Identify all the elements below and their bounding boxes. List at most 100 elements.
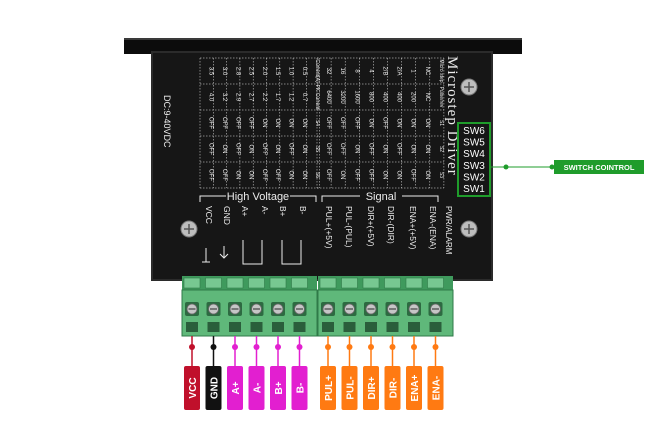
pin-label-box — [363, 366, 379, 410]
signal-label: Signal — [366, 191, 397, 203]
table-cell: 1.5 — [274, 67, 280, 76]
table-header-cell: Micro step — [438, 59, 444, 82]
table-cell: 400 — [396, 92, 402, 103]
table-header-cell: S4 — [314, 120, 320, 126]
table-cell: ON — [367, 119, 373, 128]
pin-1: VCC — [184, 336, 200, 410]
pin-dot — [368, 344, 374, 350]
table-cell: OFF — [339, 143, 345, 155]
table-cell: ON — [248, 145, 254, 154]
table-cell: OFF — [261, 143, 267, 155]
table-cell: 1600 — [353, 90, 359, 104]
table-cell: 3200 — [339, 90, 345, 104]
table-header-cell: S1 — [438, 120, 444, 126]
table-cell: ON — [381, 171, 387, 180]
pin-label-box — [406, 366, 422, 410]
terminal-print-label: ENA-(ENA) — [428, 206, 438, 250]
pin-label-box — [227, 366, 243, 410]
table-cell: OFF — [325, 117, 331, 129]
pin-dot — [210, 344, 217, 350]
terminal-print-label: PUL-(PUL) — [344, 206, 354, 248]
table-cell: OFF — [234, 117, 240, 129]
pin-11: ENA+ — [406, 336, 422, 410]
pin-label: GND — [210, 377, 221, 399]
high-voltage-bracket — [199, 195, 317, 202]
switch-label: SW3 — [463, 161, 485, 172]
table-cell: OFF — [208, 143, 214, 155]
table-cell: NC — [424, 93, 430, 102]
table-cell: 800 — [367, 92, 373, 103]
table-cell: OFF — [221, 169, 227, 181]
microstep-table: Micro stepPulse/revS1S2S3NCNCONONON1200O… — [316, 57, 445, 189]
table-cell: OFF — [339, 117, 345, 129]
pin-dot — [189, 344, 195, 350]
callout-dot-right — [549, 164, 555, 170]
pin-9: DIR+ — [363, 336, 379, 410]
pin-label: VCC — [188, 377, 199, 398]
pin-dot — [346, 344, 353, 350]
pin-2: GND — [205, 336, 222, 410]
pin-dot — [232, 344, 238, 350]
pin-3: A+ — [227, 336, 243, 410]
table-cell: ON — [424, 145, 430, 154]
switch-label: SW4 — [463, 149, 485, 160]
table-cell: ON — [301, 145, 307, 154]
dip-switch-block[interactable] — [457, 122, 491, 197]
table-cell: OFF — [208, 169, 214, 181]
table-cell: 1.0 — [287, 67, 293, 76]
table-cell: 2.5 — [248, 67, 254, 76]
table-cell: OFF — [367, 169, 373, 181]
table-cell: 2.9 — [234, 93, 240, 102]
pin-label: DIR- — [389, 378, 400, 399]
callout-label: SWITCH COINTROL — [564, 163, 635, 172]
pin-label-box — [291, 366, 308, 410]
pin-label: PUL- — [346, 376, 357, 399]
pin-label: ENA+ — [410, 374, 421, 401]
terminal-block-power — [181, 276, 318, 337]
switch-label: SW2 — [463, 172, 485, 183]
table-cell: ON — [248, 171, 254, 180]
table-cell: 2/B — [381, 66, 387, 75]
pin-dot — [275, 344, 281, 350]
table-cell: ON — [424, 171, 430, 180]
pin-label: B+ — [274, 381, 285, 394]
callout-box — [554, 160, 644, 174]
table-cell: ON — [424, 119, 430, 128]
table-cell: 16 — [339, 68, 345, 75]
switch-label: SW6 — [463, 126, 485, 137]
pin-8: PUL- — [341, 336, 358, 410]
pin-label-box — [270, 366, 286, 410]
pin-label-box — [427, 366, 444, 410]
coil-a-symbol — [242, 240, 263, 265]
terminal-print-label: B+ — [278, 206, 288, 217]
terminal-print-label: GND — [222, 206, 232, 225]
table-cell: OFF — [353, 169, 359, 181]
pin-label-box — [184, 366, 200, 410]
pin-dot — [432, 344, 439, 350]
table-cell: 3.2 — [221, 93, 227, 102]
pin-10: DIR- — [384, 336, 401, 410]
table-cell: OFF — [325, 143, 331, 155]
coil-b-symbol — [281, 240, 302, 265]
table-cell: 2.8 — [234, 67, 240, 76]
power-rating: DC:9-40VDC — [162, 95, 172, 148]
device-title: Microstep Driver — [444, 56, 460, 176]
pin-dot — [253, 344, 260, 350]
vcc-symbol — [202, 248, 210, 263]
pin-5: B+ — [270, 336, 286, 410]
setting-tables: Current(A)PK CurrentS4S5S60.50.7ONONON1.… — [199, 57, 445, 189]
table-cell: OFF — [208, 117, 214, 129]
table-cell: ON — [339, 171, 345, 180]
pin-6: B- — [291, 336, 308, 410]
table-cell: 200 — [410, 92, 416, 103]
table-cell: 3.5 — [208, 67, 214, 76]
table-cell: OFF — [396, 143, 402, 155]
pin-label-box — [320, 366, 336, 410]
callout-dot-left — [503, 164, 509, 170]
pin-label-box — [205, 366, 222, 410]
screw-top-right — [460, 78, 478, 96]
table-cell: ON — [287, 119, 293, 128]
switch-label: SW1 — [463, 184, 485, 195]
